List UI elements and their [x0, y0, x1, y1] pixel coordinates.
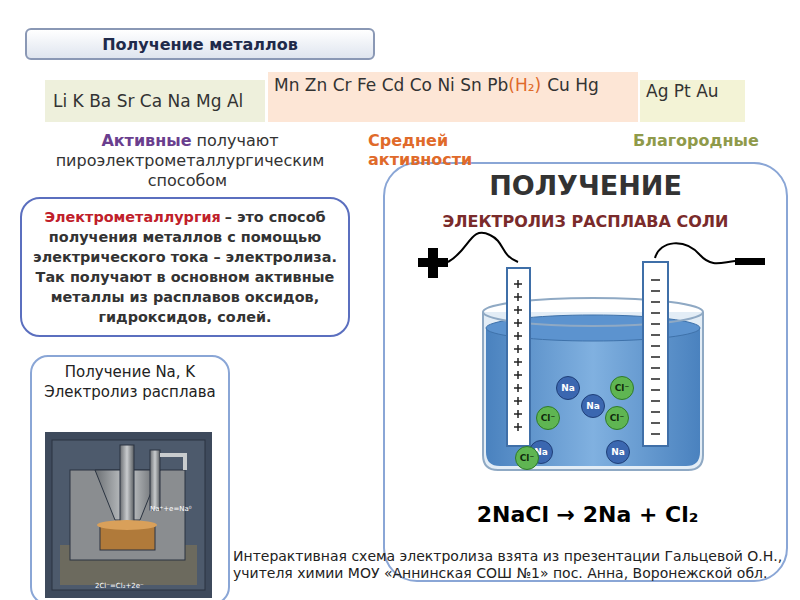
node-text: Mn Zn Cr Fe Cd Co Ni Sn Pb [274, 75, 508, 95]
picture-box: Получение Na, K Электролиз расплава [30, 355, 230, 600]
electrode-charges [514, 280, 660, 434]
node-subtext: Cu Hg [547, 75, 599, 95]
node-subtext: Электролиз расплава [40, 383, 220, 401]
node-text: Cl⁻ [520, 454, 534, 463]
node-text: ПОЛУЧЕНИЕ [385, 170, 786, 201]
sodium-ion: Na [606, 440, 630, 464]
node-text: Электрометаллургия [44, 209, 220, 225]
text-label: Благородные [633, 131, 763, 150]
minus-sign [735, 258, 765, 265]
wire [448, 233, 518, 262]
node-text: Получение Na, K [40, 363, 220, 381]
node-text: Na [561, 384, 575, 393]
node-text: Cl⁻ [615, 384, 629, 393]
chloride-ion: Cl⁻ [605, 406, 629, 430]
node-text: Ag Pt Au [646, 81, 739, 101]
text-label: 2Cl⁻=Cl₂+2e⁻ [95, 582, 175, 590]
node-subtext: (H₂) [508, 75, 541, 95]
sodium-ion: Na [556, 376, 580, 400]
node-subtext: 2NaCl → 2Na + Cl₂ [415, 502, 760, 527]
text-label: Na⁺+e=Na⁰ [150, 505, 210, 513]
definition-box: Электрометаллургия– это способ получения… [20, 197, 350, 337]
text-label: Интерактивная схема электролиза взята из… [233, 548, 795, 582]
text-label: Активные [101, 131, 191, 150]
sodium-ion: Na [581, 394, 605, 418]
chloride-ion: Cl⁻ [515, 446, 539, 470]
cathode [643, 262, 668, 446]
node-text: Получение металлов [102, 35, 298, 54]
node-text: Na [611, 448, 625, 457]
label-group: Активныеполучают пироэлектрометаллургиче… [40, 131, 340, 191]
node-text: Cl⁻ [541, 414, 555, 423]
text-label: Средней активности [368, 131, 508, 169]
node-subtext: – это способ получения металлов с помощь… [33, 209, 337, 325]
node-text: Li K Ba Sr Ca Na Mg Al [53, 91, 257, 111]
anode [507, 268, 530, 446]
metal-band: Ag Pt Au [640, 80, 745, 122]
chloride-ion: Cl⁻ [610, 376, 634, 400]
electrolysis-box: ПОЛУЧЕНИЕ ЭЛЕКТРОЛИЗ РАСПЛАВА СОЛИ 2NaCl →… [383, 162, 788, 582]
metal-band: Mn Zn Cr Fe Cd Co Ni Sn Pb(H₂) Cu Hg [268, 72, 638, 122]
node-text: Cl⁻ [610, 414, 624, 423]
title-box: Получение металлов [25, 28, 375, 60]
furnace-picture [45, 432, 212, 598]
node-text: Na [586, 402, 600, 411]
wire [655, 243, 735, 263]
node-subtext: ЭЛЕКТРОЛИЗ РАСПЛАВА СОЛИ [385, 212, 786, 231]
metal-band: Li K Ba Sr Ca Na Mg Al [45, 80, 265, 122]
chloride-ion: Cl⁻ [536, 406, 560, 430]
plus-sign [418, 248, 448, 278]
